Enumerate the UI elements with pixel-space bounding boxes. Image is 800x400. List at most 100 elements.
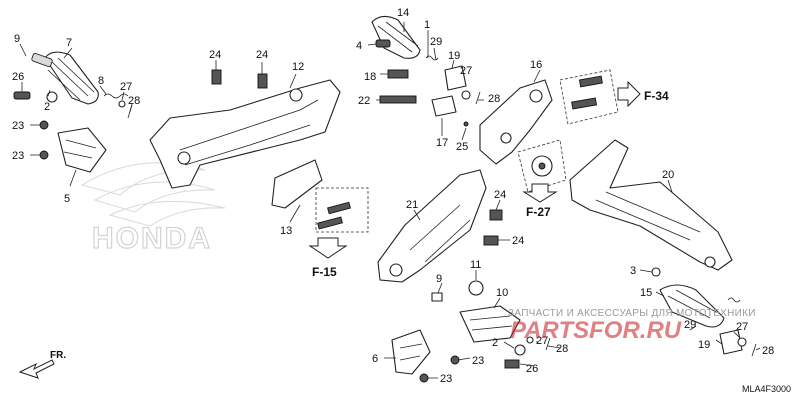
bolt-23d[interactable] — [419, 373, 429, 383]
front-direction-arrow: FR. — [18, 350, 66, 379]
plate-19b[interactable] — [719, 329, 743, 355]
pin-28b[interactable] — [475, 91, 481, 105]
bolt-24a[interactable] — [211, 69, 222, 85]
watermark-caption: ЗАПЧАСТИ И АКСЕССУАРЫ ДЛЯ МОТОТЕХНИКИ — [508, 308, 756, 319]
callout-19: 19 — [698, 339, 710, 351]
heel-guard-6[interactable] — [391, 329, 431, 375]
bolt-3[interactable] — [651, 267, 661, 277]
pin-28c[interactable] — [751, 343, 757, 357]
bolt-22[interactable] — [379, 95, 417, 104]
callout-28: 28 — [488, 93, 500, 105]
callout-27: 27 — [736, 321, 748, 333]
bolt-26b[interactable] — [504, 359, 520, 369]
bolt-4[interactable] — [375, 39, 391, 48]
spring-11[interactable] — [468, 280, 484, 296]
bolt-23c[interactable] — [450, 355, 460, 365]
callout-27: 27 — [460, 65, 472, 77]
callout-21: 21 — [406, 199, 418, 211]
bolt-18[interactable] — [387, 69, 409, 79]
pin-28d[interactable] — [545, 337, 551, 351]
plate-19[interactable] — [444, 65, 467, 91]
callout-18: 18 — [364, 71, 376, 83]
footpeg-7[interactable] — [31, 51, 99, 105]
footpeg-15[interactable] — [659, 284, 725, 328]
holder-21[interactable] — [377, 169, 487, 283]
heel-guard-5[interactable] — [57, 127, 107, 173]
callout-15: 15 — [640, 287, 652, 299]
callout-5: 5 — [64, 193, 70, 205]
bolt-box-right — [559, 69, 619, 125]
washer-27[interactable] — [461, 90, 471, 100]
bracket-16[interactable] — [479, 79, 553, 165]
diagram-code: MLA4F3000 — [742, 384, 791, 394]
callout-28: 28 — [556, 343, 568, 355]
bolt-24d[interactable] — [483, 235, 499, 246]
callout-26: 26 — [12, 71, 24, 83]
bolt-24c[interactable] — [489, 209, 503, 221]
callout-24: 24 — [209, 49, 221, 61]
callout-9: 9 — [436, 273, 442, 285]
washer-27c[interactable] — [737, 337, 747, 347]
bolt-26[interactable] — [13, 91, 31, 100]
footpeg-14[interactable] — [371, 15, 421, 59]
callout-2: 2 — [492, 337, 498, 349]
callout-27: 27 — [536, 335, 548, 347]
callout-28: 28 — [762, 345, 774, 357]
callout-11: 11 — [470, 259, 481, 271]
bolt-23b[interactable] — [39, 150, 49, 160]
ref-arrow-f15[interactable] — [308, 237, 348, 259]
ref-label-f27: F-27 — [526, 205, 551, 219]
washer-2[interactable] — [46, 91, 58, 103]
stay-20[interactable] — [569, 139, 733, 271]
direction-label: FR. — [50, 350, 66, 361]
callout-23: 23 — [12, 120, 24, 132]
gear-box — [517, 139, 567, 193]
callout-3: 3 — [630, 265, 636, 277]
bolt-23a[interactable] — [39, 120, 49, 130]
ref-label-f34: F-34 — [644, 89, 669, 103]
bracket-17[interactable] — [431, 95, 457, 117]
plate-13[interactable] — [271, 159, 323, 209]
pin-25[interactable] — [463, 121, 469, 127]
washer-2b[interactable] — [514, 344, 526, 356]
callout-10: 10 — [496, 287, 508, 299]
ref-arrow-f34[interactable] — [617, 80, 641, 108]
callout-12: 12 — [292, 61, 304, 73]
callout-4: 4 — [356, 40, 362, 52]
footpeg-10[interactable] — [459, 305, 521, 343]
callout-29: 29 — [430, 36, 442, 48]
pin-9b[interactable] — [431, 292, 443, 302]
spring-8[interactable] — [103, 93, 129, 108]
callout-20: 20 — [662, 169, 674, 181]
callout-17: 17 — [436, 137, 448, 149]
callout-23: 23 — [472, 355, 484, 367]
callout-1: 1 — [424, 19, 430, 31]
watermark-logo: PARTSFOR.RU — [510, 317, 682, 344]
callout-24: 24 — [512, 235, 524, 247]
callout-6: 6 — [372, 353, 378, 365]
honda-wordmark: HONDA — [92, 222, 212, 255]
callout-29: 29 — [684, 319, 696, 331]
bolt-24b[interactable] — [257, 73, 268, 89]
spring-29b[interactable] — [727, 297, 741, 303]
callout-14: 14 — [397, 7, 409, 19]
step-holder-12[interactable] — [149, 79, 341, 189]
callout-26: 26 — [526, 363, 538, 375]
leader-lines — [19, 22, 761, 379]
callout-23: 23 — [440, 373, 452, 385]
callout-24: 24 — [256, 49, 268, 61]
bolt-box-left — [315, 187, 369, 233]
callout-23: 23 — [12, 150, 24, 162]
ref-arrow-f27[interactable] — [522, 183, 558, 203]
callout-8: 8 — [98, 75, 104, 87]
callout-25: 25 — [456, 141, 468, 153]
callout-28: 28 — [128, 95, 140, 107]
honda-wing-watermark: HONDA — [80, 162, 226, 256]
callout-24: 24 — [494, 189, 506, 201]
callout-7: 7 — [66, 37, 72, 49]
callout-22: 22 — [358, 95, 370, 107]
callout-9: 9 — [14, 33, 20, 45]
callout-2: 2 — [44, 101, 50, 113]
callout-19: 19 — [448, 50, 460, 62]
